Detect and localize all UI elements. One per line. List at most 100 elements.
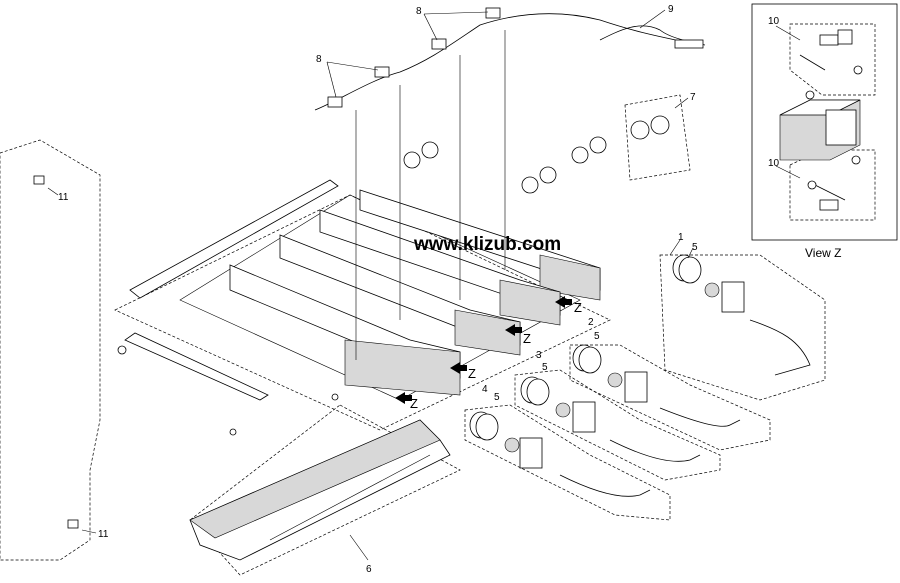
z-label-2: Z xyxy=(523,331,531,346)
hopper-3-end-block xyxy=(454,309,521,356)
z-arrow-4 xyxy=(395,392,412,404)
callout-9: 9 xyxy=(668,4,674,15)
hopper-unit-4 xyxy=(229,264,461,396)
spring-2-coil xyxy=(578,346,602,374)
z-label-1: Z xyxy=(574,300,582,315)
callout-2: 2 xyxy=(588,317,594,328)
tray-6-rib xyxy=(269,454,431,541)
sensor-8-b xyxy=(374,66,390,78)
base-plate xyxy=(179,194,581,401)
piston-1 xyxy=(704,282,720,298)
view-z-clip-lower xyxy=(819,199,839,211)
watermark: www.klizub.com xyxy=(413,234,561,255)
callout-5-d: 5 xyxy=(494,392,500,403)
callout-7: 7 xyxy=(690,92,696,103)
leader-8-top-a xyxy=(423,13,438,41)
cable-11-group: 11 11 xyxy=(0,139,109,561)
view-z-pin-lower xyxy=(814,184,846,201)
main-frame-group xyxy=(114,179,611,436)
z-label-4: Z xyxy=(410,396,418,411)
view-z-ring-lower xyxy=(807,180,817,190)
rail-clip xyxy=(229,428,237,436)
view-z-frame xyxy=(751,3,898,241)
lower-rail-screw xyxy=(117,345,127,355)
hopper-unit-2 xyxy=(319,209,561,326)
leader-11-top xyxy=(47,187,59,196)
leader-9 xyxy=(639,9,666,29)
hopper-unit-1 xyxy=(359,189,601,301)
z-arrow-3 xyxy=(450,362,467,374)
leader-1 xyxy=(669,239,681,256)
piston-3 xyxy=(555,402,571,418)
callout-5-c: 5 xyxy=(542,362,548,373)
rod-4 xyxy=(559,474,651,497)
view-z-caption: View Z xyxy=(805,246,841,260)
view-z-clip-upper xyxy=(819,34,839,46)
rail-screw-bottom xyxy=(331,393,339,401)
leader-6 xyxy=(349,534,369,561)
gear-7-a xyxy=(630,120,650,140)
gear-7-dashed-group xyxy=(624,94,691,181)
sensor-8-a xyxy=(327,96,343,108)
harness-group: 8 8 9 7 xyxy=(314,4,706,360)
leader-5-a xyxy=(687,247,694,259)
leader-7 xyxy=(674,97,689,109)
gear-cluster-b xyxy=(521,176,539,194)
z-arrows: Z Z Z Z xyxy=(395,296,582,411)
callout-8-top: 8 xyxy=(416,6,422,17)
tray-6-wall xyxy=(189,419,441,539)
view-z-inset: 10 10 View Z xyxy=(751,3,898,260)
gear-cluster-c xyxy=(571,146,589,164)
leader-8-left-b xyxy=(326,61,379,71)
assembly-4-dashed-outline xyxy=(464,404,671,521)
hopper-2-end-block xyxy=(499,279,561,326)
tray-6-group: 6 xyxy=(189,404,461,576)
view-z-upper-dashed-group xyxy=(789,23,876,96)
callout-3: 3 xyxy=(536,350,542,361)
callout-5-a: 5 xyxy=(692,242,698,253)
view-z-pin-upper xyxy=(799,54,826,71)
view-z-unit-front xyxy=(825,109,857,146)
plate-4 xyxy=(519,437,543,469)
view-z-unit-top xyxy=(779,99,861,116)
spring-assembly-2 xyxy=(572,344,741,427)
callout-8-left: 8 xyxy=(316,54,322,65)
callout-11-bottom: 11 xyxy=(98,529,109,540)
rod-1 xyxy=(749,319,811,376)
gear-cluster-c2 xyxy=(589,136,607,154)
z-arrow-2 xyxy=(505,324,522,336)
spring-assembly-3 xyxy=(520,376,701,462)
assembly-1-dashed-outline xyxy=(659,254,826,401)
leader-8-top-b xyxy=(423,11,489,15)
spring-3-coil xyxy=(526,378,550,406)
hopper-4-end-block xyxy=(344,339,461,396)
sensor-8-d xyxy=(485,7,501,19)
harness-9-connector xyxy=(674,39,704,49)
spring-4-coil xyxy=(475,413,499,441)
spring-1-coil xyxy=(678,256,702,284)
callout-1: 1 xyxy=(678,232,684,243)
callout-10-upper: 10 xyxy=(768,16,780,27)
cable-11-connector-bottom xyxy=(67,519,79,529)
cable-11-connector-top xyxy=(33,175,45,185)
rod-3 xyxy=(609,439,701,462)
callout-4: 4 xyxy=(482,384,488,395)
z-label-3: Z xyxy=(468,366,476,381)
spring-assembly-1 xyxy=(672,254,811,376)
view-z-ring-lower-right xyxy=(851,155,861,165)
plate-3 xyxy=(572,401,596,433)
lower-rail xyxy=(124,332,269,401)
piston-2 xyxy=(607,372,623,388)
view-z-ring-upper xyxy=(805,90,815,100)
leader-10-upper xyxy=(775,25,801,41)
hopper-1-end-block xyxy=(539,254,601,301)
cable-11-harness-highlight xyxy=(12,178,71,528)
gear-7-b xyxy=(650,115,670,135)
plate-1 xyxy=(721,281,745,313)
main-frame-dashed-outline xyxy=(114,194,611,431)
view-z-bracket-upper xyxy=(837,29,853,45)
view-z-ring-right xyxy=(853,65,863,75)
view-z-lower-dashed-group xyxy=(789,149,876,221)
